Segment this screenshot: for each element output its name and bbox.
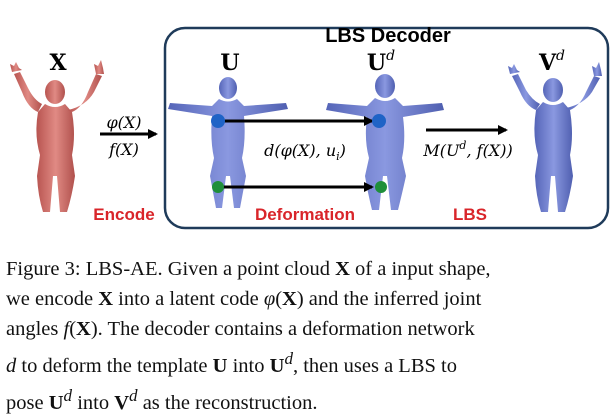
encode-label-top: φ(X) bbox=[106, 113, 141, 132]
caption-line-3: angles f(X). The decoder contains a defo… bbox=[6, 318, 475, 340]
figure-caption: Figure 3: LBS-AE. Given a point cloud X … bbox=[6, 254, 610, 418]
lbs-ae-figure: LBS Decoder X U Ud Vd φ(X) bbox=[10, 25, 610, 230]
caption-line-2: we encode X into a latent code φ(X) and … bbox=[6, 288, 482, 310]
decoder-box bbox=[163, 26, 610, 230]
label-u: U bbox=[220, 50, 239, 76]
caption-line-5: pose Ud into Vd as the reconstruction. bbox=[6, 385, 318, 414]
template-point-green bbox=[212, 181, 224, 193]
template-point-blue bbox=[211, 114, 225, 128]
deform-label: d(φ(X), ui) bbox=[264, 141, 346, 163]
encode-label-bottom: f(X) bbox=[108, 140, 139, 159]
caption-line-4: d to deform the template U into Ud, then… bbox=[6, 349, 457, 377]
label-x: X bbox=[49, 50, 67, 76]
stage-deformation: Deformation bbox=[255, 205, 355, 224]
deformed-point-blue bbox=[372, 114, 386, 128]
deformed-template-figure bbox=[326, 74, 444, 210]
label-vd: Vd bbox=[538, 48, 565, 76]
stage-encode: Encode bbox=[93, 205, 154, 224]
caption-line-1: Figure 3: LBS-AE. Given a point cloud X … bbox=[6, 258, 491, 280]
decoder-title: LBS Decoder bbox=[325, 25, 451, 47]
input-shape-figure bbox=[10, 60, 104, 212]
label-ud: Ud bbox=[367, 48, 395, 76]
output-shape-figure bbox=[508, 62, 602, 212]
template-shape-figure bbox=[168, 77, 288, 208]
deformed-point-green bbox=[375, 181, 387, 193]
lbs-label: M(Ud, f(X)) bbox=[422, 139, 512, 160]
stage-lbs: LBS bbox=[453, 205, 487, 224]
